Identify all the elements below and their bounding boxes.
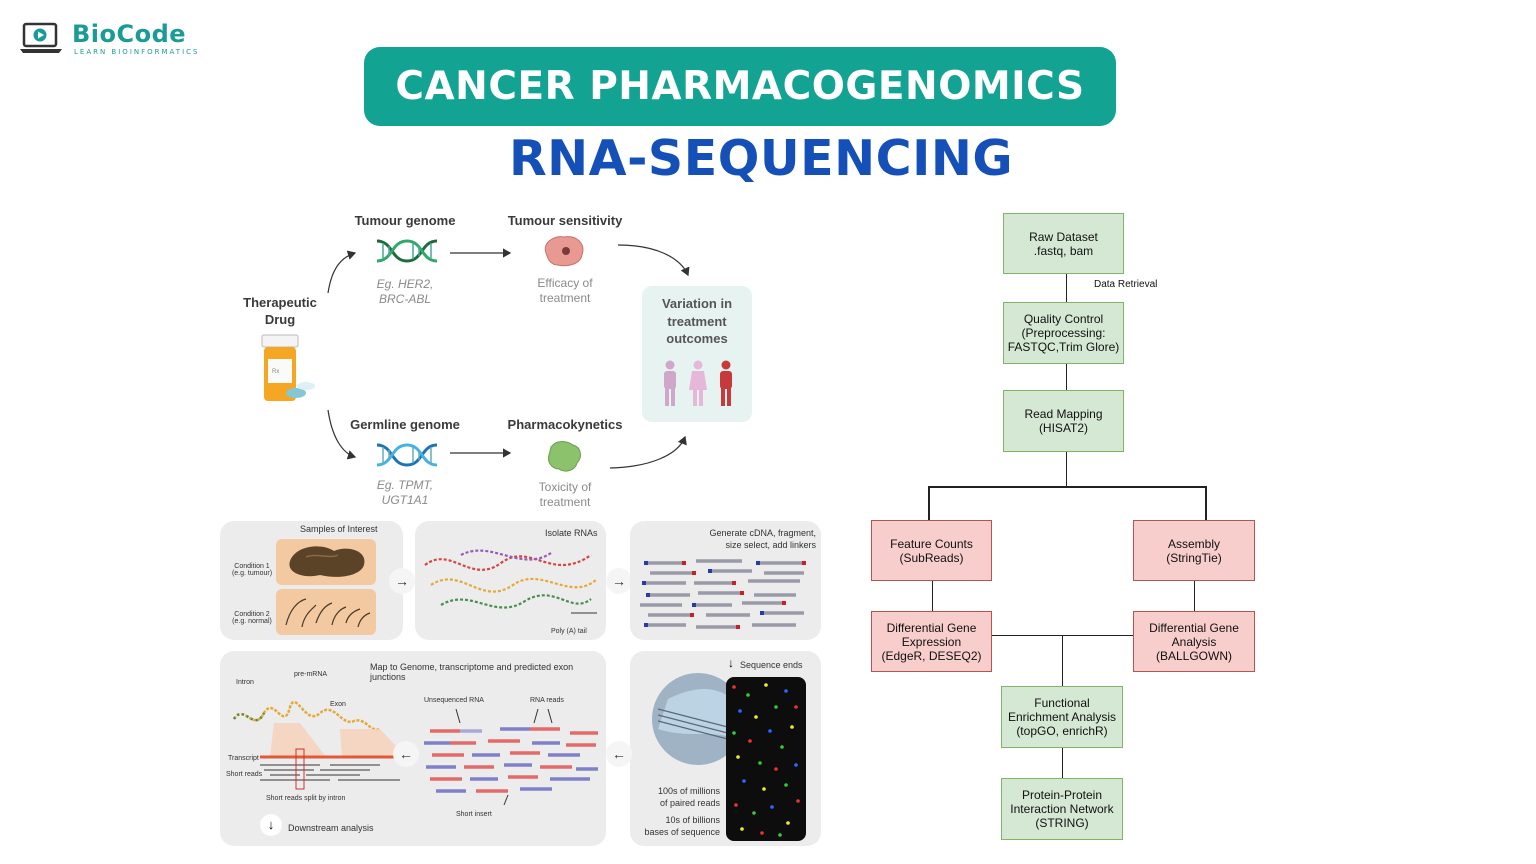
cdna-fragments-image — [640, 559, 806, 629]
connector — [1066, 274, 1067, 302]
feature-counts-box: Feature Counts (SubReads) — [871, 520, 992, 581]
short-insert-label: Short insert — [456, 811, 492, 818]
unsequenced-label: Unsequenced RNA — [424, 697, 484, 704]
tissue-samples-image — [276, 539, 376, 635]
connector — [1066, 452, 1067, 486]
isolate-title: Isolate RNAs — [545, 528, 598, 538]
paired-reads-label: 100s of millions of paired reads — [657, 786, 720, 808]
efficacy-label: Efficacy of treatment — [537, 276, 593, 305]
exon-label: Exon — [330, 701, 346, 708]
quality-control-box: Quality Control (Preprocessing: FASTQC,T… — [1003, 302, 1124, 364]
pharmacokinetics-label: Pharmacokynetics — [507, 417, 623, 432]
isolate-rna-panel: Isolate RNAs Poly (A) tail — [415, 521, 606, 640]
toxicity-label: Toxicity of treatment — [538, 480, 592, 509]
flowcell-image — [652, 673, 744, 765]
people-icon — [664, 360, 732, 406]
svg-text:Rx: Rx — [272, 369, 279, 375]
assembly-box: Assembly (StringTie) — [1133, 520, 1255, 581]
paired-reads-image — [424, 709, 598, 806]
tumour-sensitivity-label: Tumour sensitivity — [507, 213, 623, 228]
pre-mrna-label: pre-mRNA — [294, 671, 328, 678]
short-reads-label: Short reads — [226, 771, 263, 778]
connector — [928, 486, 1207, 488]
connector — [1194, 581, 1195, 611]
ppi-network-box: Protein-Protein Interaction Network (STR… — [1001, 778, 1123, 840]
page-subtitle: RNA-SEQUENCING — [508, 130, 1014, 187]
arrow-right-icon: → — [389, 568, 415, 594]
condition2-label: Condition 2 (e.g. normal) — [232, 611, 272, 625]
enrichment-box: Functional Enrichment Analysis (topGO, e… — [1001, 686, 1123, 748]
map-title: Map to Genome, transcriptome and predict… — [370, 662, 574, 682]
pre-mrna-alignment-image — [232, 700, 406, 790]
billions-label: 10s of billions bases of sequence — [644, 815, 720, 837]
variation-label: Variation in treatment outcomes — [661, 296, 733, 346]
analysis-flowchart: Raw Dataset .fastq, bam Data Retrieval Q… — [860, 200, 1280, 850]
tumour-tissue-icon — [544, 236, 584, 267]
intron-label: Intron — [236, 679, 254, 686]
biocode-logo[interactable]: BioCode LEARN BIOINFORMATICS — [18, 20, 208, 60]
drug-label: Therapeutic Drug — [243, 295, 317, 327]
dna-icon — [376, 443, 438, 467]
logo-tagline: LEARN BIOINFORMATICS — [74, 48, 200, 56]
sequence-ends-label: Sequence ends — [740, 660, 803, 670]
sequencing-dots-image — [726, 677, 806, 841]
pharmacogenomics-diagram: Therapeutic Drug Rx Tumour genome Eg. HE… — [230, 205, 790, 515]
liver-icon — [548, 441, 581, 472]
arrow-left-icon: ← — [393, 741, 419, 767]
sequencing-panel: Sequence ends ↓ 100s of millions of pair… — [630, 651, 821, 846]
rna-strands-image — [424, 549, 598, 614]
differential-analysis-box: Differential Gene Analysis (BALLGOWN) — [1133, 611, 1255, 672]
pill-bottle-icon: Rx — [261, 334, 315, 401]
arrow-right-icon: → — [606, 568, 632, 594]
rna-reads-label: RNA reads — [530, 697, 564, 704]
read-mapping-box: Read Mapping (HISAT2) — [1003, 390, 1124, 452]
data-retrieval-label: Data Retrieval — [1094, 279, 1158, 290]
samples-title: Samples of Interest — [300, 524, 378, 534]
downstream-label: Downstream analysis — [288, 823, 374, 833]
connector — [928, 486, 930, 520]
split-reads-label: Short reads split by intron — [266, 795, 346, 802]
pathway-arrows — [327, 244, 690, 469]
tumour-genes-label: Eg. HER2, BRC-ABL — [376, 277, 434, 306]
differential-expression-box: Differential Gene Expression (EdgeR, DES… — [871, 611, 992, 672]
arrow-down-icon: ↓ — [260, 814, 282, 836]
variation-outcomes-box: Variation in treatment outcomes — [642, 286, 752, 422]
raw-dataset-box: Raw Dataset .fastq, bam — [1003, 213, 1124, 274]
tumour-genome-label: Tumour genome — [354, 213, 456, 228]
arrow-left-icon: ← — [606, 741, 632, 767]
connector — [932, 581, 933, 611]
transcript-label: Transcript — [228, 755, 259, 762]
germline-genes-label: Eg. TPMT, UGT1A1 — [376, 478, 434, 507]
poly-a-label: Poly (A) tail — [551, 628, 587, 635]
logo-name: BioCode — [72, 20, 187, 48]
connector — [1205, 486, 1207, 520]
cdna-title: Generate cDNA, fragment, size select, ad… — [709, 528, 816, 550]
germline-genome-label: Germline genome — [350, 417, 460, 432]
arrow-down-icon: ↓ — [728, 656, 734, 670]
cdna-panel: Generate cDNA, fragment, size select, ad… — [630, 521, 821, 640]
connector — [1066, 364, 1067, 390]
connector — [1062, 635, 1063, 686]
condition1-label: Condition 1 (e.g. tumour) — [231, 563, 273, 577]
dna-icon — [376, 239, 438, 263]
connector — [1062, 748, 1063, 778]
samples-panel: Samples of Interest Condition 1 (e.g. tu… — [220, 521, 403, 640]
page-title: CANCER PHARMACOGENOMICS — [364, 47, 1116, 126]
laptop-play-icon — [20, 22, 62, 53]
